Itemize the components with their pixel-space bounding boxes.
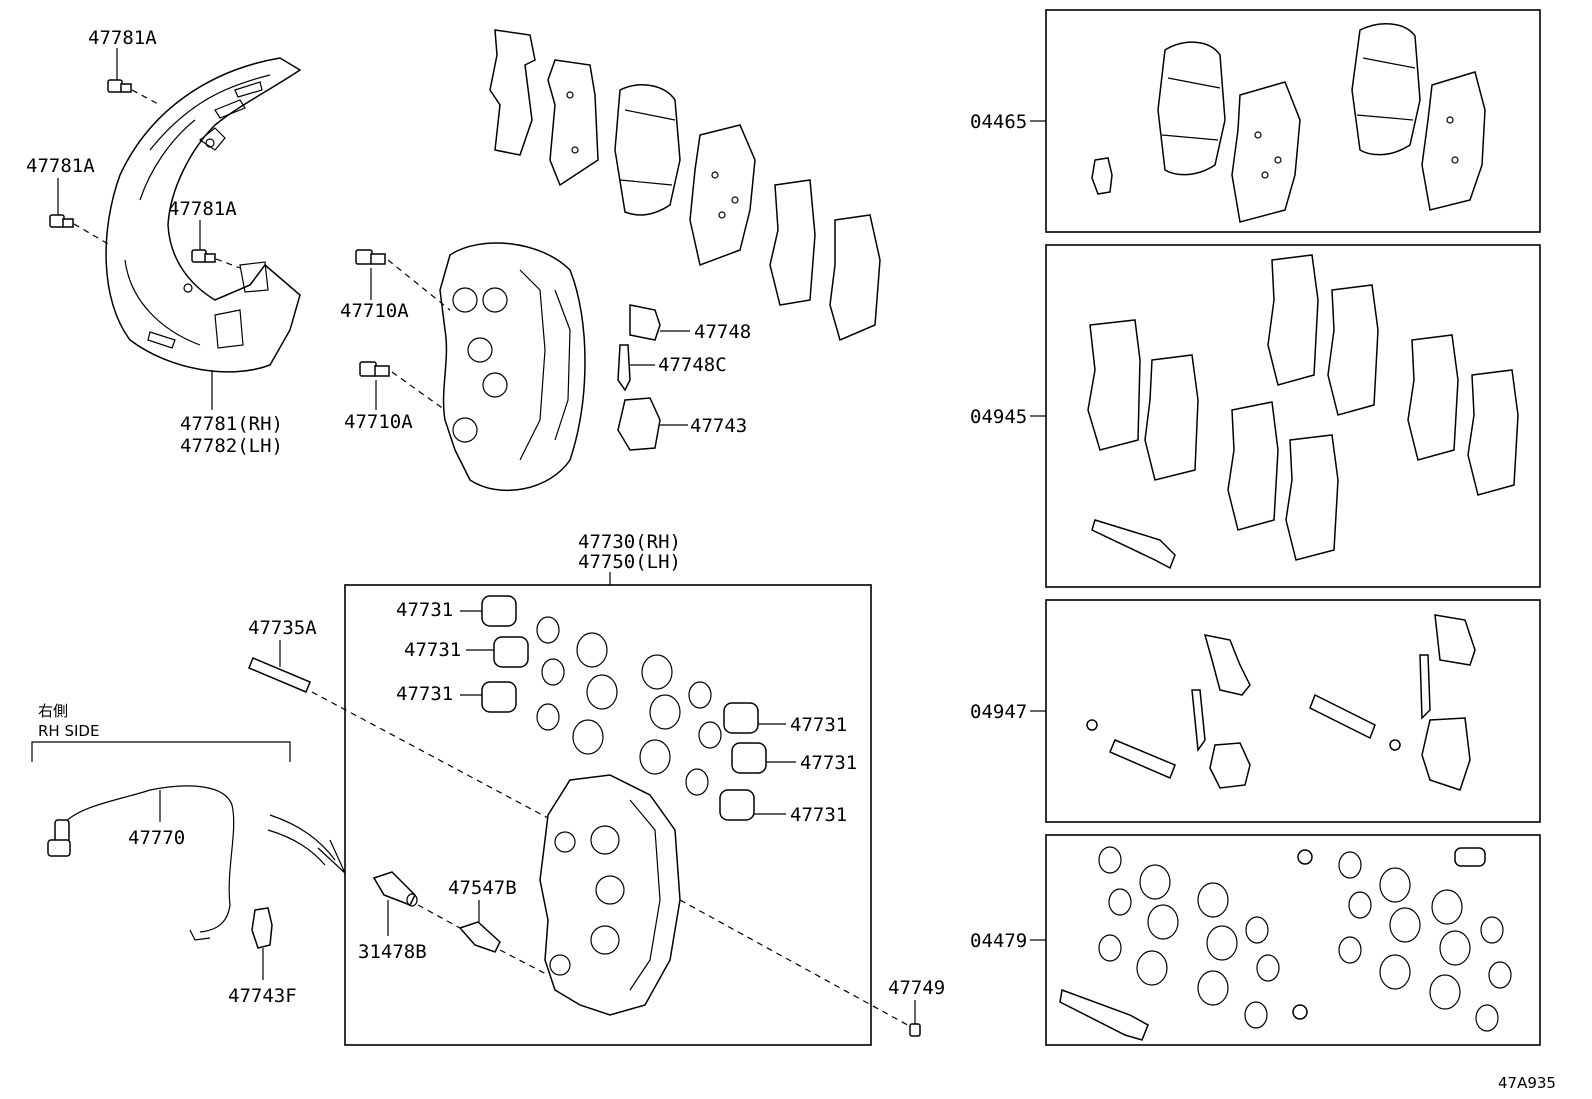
- caliper-body-part[interactable]: [539, 774, 681, 1016]
- shim-top-3[interactable]: [769, 179, 816, 306]
- label-47731-1: 47731: [396, 599, 453, 621]
- label-47731-3: 47731: [396, 683, 453, 705]
- label-47770: 47770: [128, 827, 185, 849]
- clip-47743F[interactable]: [251, 907, 273, 949]
- caliper-mount-part[interactable]: [439, 242, 586, 492]
- piston-47731-1[interactable]: [481, 595, 517, 627]
- label-47547B: 47547B: [448, 877, 517, 899]
- bolt-47710A-top[interactable]: [355, 249, 386, 265]
- shim-top-2[interactable]: [547, 59, 599, 187]
- clip-47743[interactable]: [617, 397, 661, 451]
- label-04479: 04479: [970, 930, 1027, 952]
- label-47731-6: 47731: [790, 804, 847, 826]
- pad-backing-top[interactable]: [689, 124, 756, 267]
- piston-47731-6[interactable]: [719, 789, 755, 821]
- label-04945: 04945: [970, 406, 1027, 428]
- caliper-assembly-box: [344, 584, 872, 1046]
- bolt-47781A-inner[interactable]: [191, 249, 216, 263]
- label-04947: 04947: [970, 701, 1027, 723]
- piston-47731-3[interactable]: [481, 681, 517, 713]
- rh-side-jp-label: 右側: [38, 702, 68, 720]
- pad-top[interactable]: [614, 84, 681, 216]
- piston-47731-4[interactable]: [723, 702, 759, 734]
- label-47748: 47748: [694, 321, 751, 343]
- piston-seals[interactable]: [536, 616, 722, 796]
- label-47781A-3: 47781A: [168, 198, 237, 220]
- diagram-code: 47A935: [1498, 1074, 1556, 1092]
- label-47750LH: 47750(LH): [578, 551, 681, 573]
- kit-04465-parts[interactable]: [1091, 23, 1486, 223]
- label-04465: 04465: [970, 111, 1027, 133]
- bolt-47781A-mid[interactable]: [49, 214, 74, 228]
- label-47710A-2: 47710A: [344, 411, 413, 433]
- label-47730RH: 47730(RH): [578, 531, 681, 553]
- label-47743F: 47743F: [228, 985, 297, 1007]
- label-31478B: 31478B: [358, 941, 427, 963]
- bolt-47781A-top[interactable]: [107, 79, 132, 93]
- bleeder-47547B[interactable]: [458, 921, 501, 953]
- bushing-31478B[interactable]: [372, 871, 418, 907]
- label-47749: 47749: [888, 977, 945, 999]
- label-47748C: 47748C: [658, 354, 727, 376]
- dust-cover-part[interactable]: [105, 57, 302, 373]
- clip-47749[interactable]: [909, 1023, 921, 1037]
- label-47735A: 47735A: [248, 617, 317, 639]
- label-47731-5: 47731: [800, 752, 857, 774]
- kit-04945-parts[interactable]: [1087, 254, 1519, 570]
- guide-pin-47735A[interactable]: [248, 657, 311, 693]
- piston-47731-2[interactable]: [493, 636, 529, 668]
- label-47731-2: 47731: [404, 639, 461, 661]
- clip-47748[interactable]: [629, 304, 661, 341]
- label-47743: 47743: [690, 415, 747, 437]
- shim-top-4[interactable]: [829, 214, 881, 342]
- clip-47748C[interactable]: [617, 344, 631, 392]
- shim-top-1[interactable]: [489, 29, 536, 156]
- kit-04947-parts[interactable]: [1086, 614, 1476, 791]
- label-47781A-1: 47781A: [88, 27, 157, 49]
- rh-side-bracket: [31, 741, 291, 762]
- label-47710A-1: 47710A: [340, 300, 409, 322]
- label-47731-4: 47731: [790, 714, 847, 736]
- wear-sensor-47770[interactable]: [47, 785, 235, 941]
- label-47781A-2: 47781A: [26, 155, 95, 177]
- bolt-47710A-bottom[interactable]: [359, 361, 390, 377]
- piston-47731-5[interactable]: [731, 742, 767, 774]
- kit-04479-parts[interactable]: [1059, 846, 1512, 1041]
- label-47782LH: 47782(LH): [180, 435, 283, 457]
- rh-side-en-label: RH SIDE: [38, 722, 99, 740]
- direction-arrow: [267, 814, 346, 874]
- label-47781RH: 47781(RH): [180, 413, 283, 435]
